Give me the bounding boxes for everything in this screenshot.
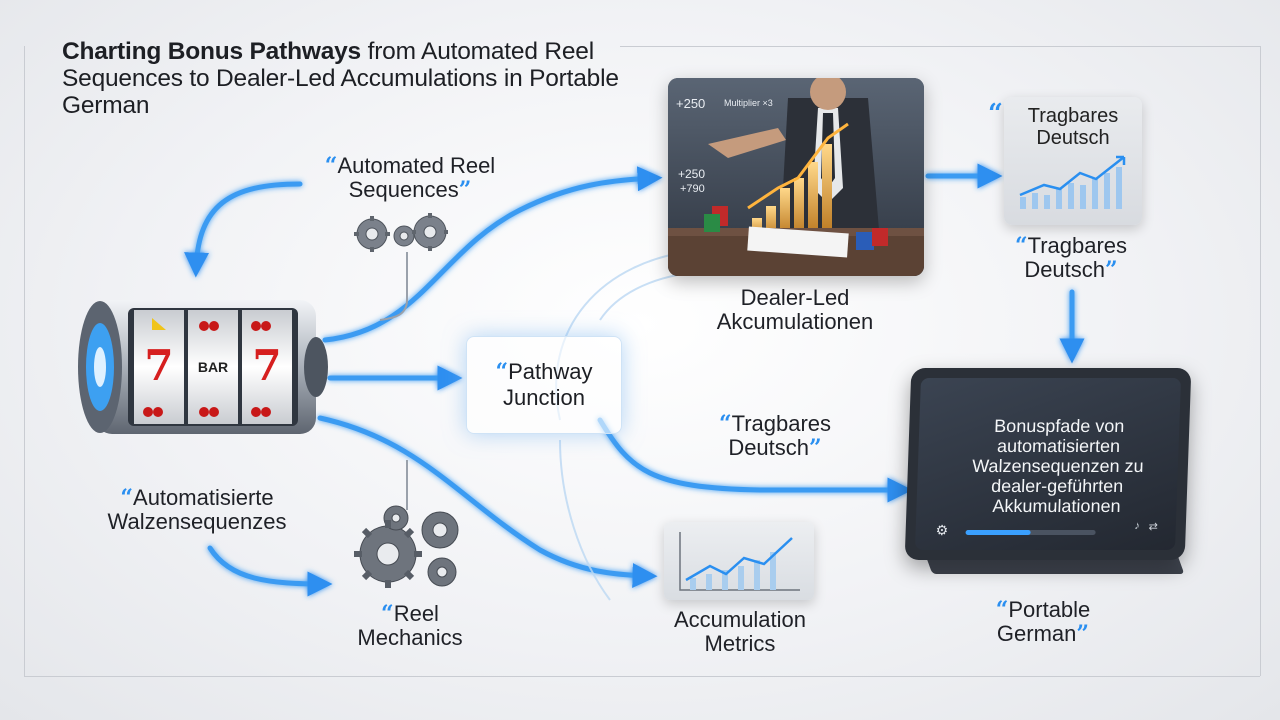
- open-quote-icon: “: [1014, 233, 1028, 259]
- slot-machine: 7 BAR 7: [78, 300, 328, 434]
- reel-3-symbol: 7: [252, 341, 281, 390]
- label-tragbares-center: “Tragbares Deutsch”: [718, 411, 832, 461]
- cherry-icons: [143, 321, 271, 417]
- open-quote-icon: “: [718, 411, 732, 437]
- reel-1-symbol: 7: [144, 341, 173, 390]
- dealer-stat-1: +250: [676, 96, 705, 111]
- tablet-screen: Bonuspfade von automatisierten Walzenseq…: [914, 378, 1182, 550]
- gears-small-icon: [354, 213, 448, 252]
- open-quote-icon: “: [120, 485, 134, 511]
- gears-large-icon: [354, 505, 459, 588]
- arrow-walzen-to-mechanics: [207, 545, 333, 597]
- tablet-screen-text: Bonuspfade von automatisierten Walzenseq…: [971, 416, 1144, 516]
- label-accumulation-metrics: Accumulation Metrics: [673, 607, 807, 656]
- tablet-device: Bonuspfade von automatisierten Walzenseq…: [904, 368, 1192, 560]
- open-quote-icon: “: [495, 359, 509, 385]
- page-title: Charting Bonus Pathways from Automated R…: [62, 38, 619, 119]
- frame-top-line: [620, 46, 1260, 47]
- label-dealer-led: Dealer-Led Akcumulationen: [716, 285, 874, 334]
- tablet-progress-bar[interactable]: [965, 530, 1096, 535]
- lemon-icon: [152, 318, 166, 330]
- open-quote-icon: “: [381, 601, 394, 627]
- arrow-to-slot: [184, 181, 303, 278]
- close-quote-icon: ”: [1105, 257, 1118, 283]
- frame-right-line: [1260, 46, 1261, 676]
- close-quote-icon: ”: [809, 435, 822, 461]
- dealer-stat-3: +790: [680, 183, 705, 195]
- close-quote-icon: ”: [458, 177, 472, 203]
- tragbares-card: “ Tragbares Deutsch: [988, 97, 1142, 225]
- accumulation-metrics-card: [664, 522, 814, 600]
- settings-gear-icon[interactable]: ⚙: [935, 522, 949, 538]
- metrics-chart-icon: [679, 532, 800, 591]
- label-portable-german: “Portable German”: [995, 597, 1091, 647]
- open-quote-icon: “: [324, 153, 338, 179]
- open-quote-icon: “: [995, 597, 1009, 623]
- tablet-topbar: [934, 386, 1166, 400]
- tablet-progress-fill: [965, 530, 1031, 535]
- dealer-multiplier: Multiplier ×3: [724, 98, 773, 108]
- open-quote-icon: “: [988, 99, 1003, 129]
- arrow-slot-to-metrics: [317, 415, 658, 588]
- dealer-illustration: +250 Multiplier ×3 +250 +790: [668, 78, 924, 276]
- reel-2-symbol: BAR: [198, 359, 228, 375]
- dealer-stat-2: +250: [678, 167, 705, 181]
- frame-bottom-line: [24, 676, 1260, 677]
- label-automatisierte-walzensequenzes: “Automatisierte Walzensequenzes: [107, 485, 287, 534]
- tablet-audio-icon[interactable]: ♪: [1134, 520, 1141, 532]
- label-tragbares-mid: “Tragbares Deutsch”: [1014, 233, 1128, 283]
- arrow-slot-to-dealer: [322, 166, 663, 343]
- frame-left-line: [24, 46, 25, 676]
- tablet-translate-icon[interactable]: ⇄: [1148, 521, 1159, 533]
- close-quote-icon: ”: [1076, 621, 1090, 647]
- label-automated-reel-sequences: “Automated Reel Sequences”: [324, 153, 496, 203]
- label-reel-mechanics: “Reel Mechanics: [357, 601, 463, 650]
- pathway-junction-box: “Pathway Junction: [466, 336, 622, 434]
- dealer-card: +250 Multiplier ×3 +250 +790: [668, 78, 924, 276]
- trend-chart-icon: [1019, 155, 1126, 209]
- arrow-junction-to-tablet: [597, 417, 913, 503]
